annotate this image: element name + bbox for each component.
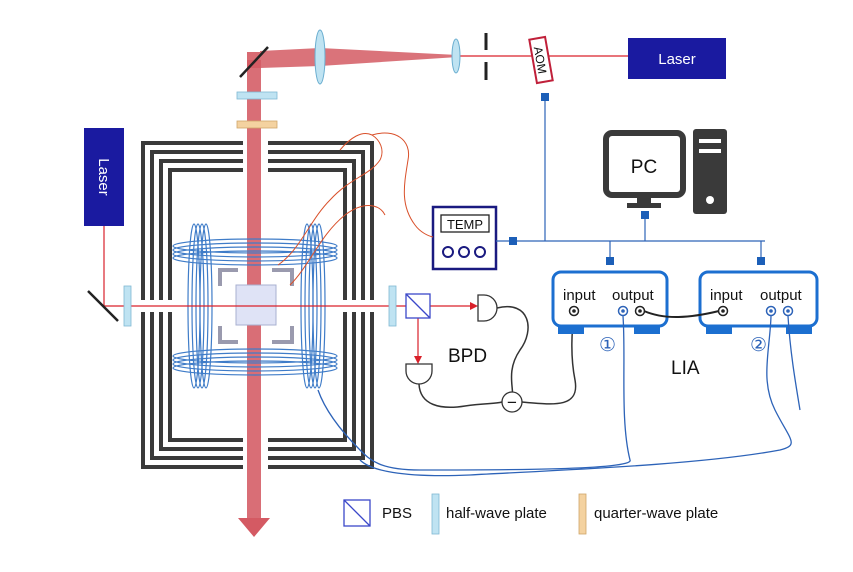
- pc-label: PC: [631, 157, 657, 178]
- lia2-output-label: output: [760, 287, 803, 304]
- temp-connector: [509, 237, 517, 245]
- bpd-label: BPD: [448, 346, 487, 367]
- aom: AOM: [528, 35, 554, 85]
- aom-label: AOM: [531, 45, 550, 74]
- half-wave-plate-left: [123, 285, 132, 327]
- left-laser-label: Laser: [95, 158, 112, 196]
- vapor-cell-oven: [218, 268, 294, 344]
- half-wave-plate-icon: [431, 493, 440, 535]
- photodiode-right: [477, 294, 498, 322]
- subtractor-label: −: [507, 393, 517, 412]
- lia2-connector: [757, 257, 765, 265]
- top-laser-label: Laser: [658, 51, 696, 68]
- left-laser: Laser: [84, 128, 124, 226]
- lia1-input-label: input: [563, 287, 596, 304]
- legend-quarter-wave-label: quarter-wave plate: [594, 505, 718, 522]
- heater-wires: [277, 132, 434, 286]
- aom-connector: [541, 93, 549, 101]
- top-laser: Laser: [628, 38, 726, 79]
- subtractor: −: [501, 391, 523, 413]
- lia2-number: ②: [750, 335, 767, 356]
- lia-1: input output: [551, 270, 669, 334]
- pc-connector: [641, 211, 649, 219]
- temp-controller: TEMP: [431, 205, 498, 271]
- vapor-cell: [235, 284, 277, 326]
- lia-2: input output: [698, 270, 819, 334]
- top-mirror: [239, 46, 269, 78]
- quarter-wave-plate-top: [236, 120, 278, 129]
- legend: PBS half-wave plate quarter-wave plate: [343, 493, 718, 535]
- large-lens: [314, 29, 326, 85]
- left-mirror: [87, 290, 119, 322]
- legend-half-wave-label: half-wave plate: [446, 505, 547, 522]
- legend-pbs-label: PBS: [382, 505, 412, 522]
- lia-link-cable: [643, 310, 720, 319]
- lia1-output-label: output: [612, 287, 655, 304]
- pbs: [405, 293, 431, 319]
- temp-label: TEMP: [447, 217, 483, 232]
- pbs-icon: [343, 499, 371, 527]
- lia1-connector: [606, 257, 614, 265]
- bpd: [405, 294, 498, 385]
- lia-label: LIA: [671, 358, 700, 379]
- lia1-number: ①: [599, 335, 616, 356]
- half-wave-plate-top: [236, 91, 278, 100]
- lia2-input-label: input: [710, 287, 743, 304]
- small-lens: [451, 38, 461, 74]
- half-wave-plate-right: [388, 285, 397, 327]
- pc: PC: [603, 129, 727, 214]
- coil-feedback-cables: [317, 315, 801, 477]
- quarter-wave-plate-icon: [578, 493, 587, 535]
- photodiode-bottom: [405, 363, 433, 385]
- bpd-cables: [418, 305, 577, 409]
